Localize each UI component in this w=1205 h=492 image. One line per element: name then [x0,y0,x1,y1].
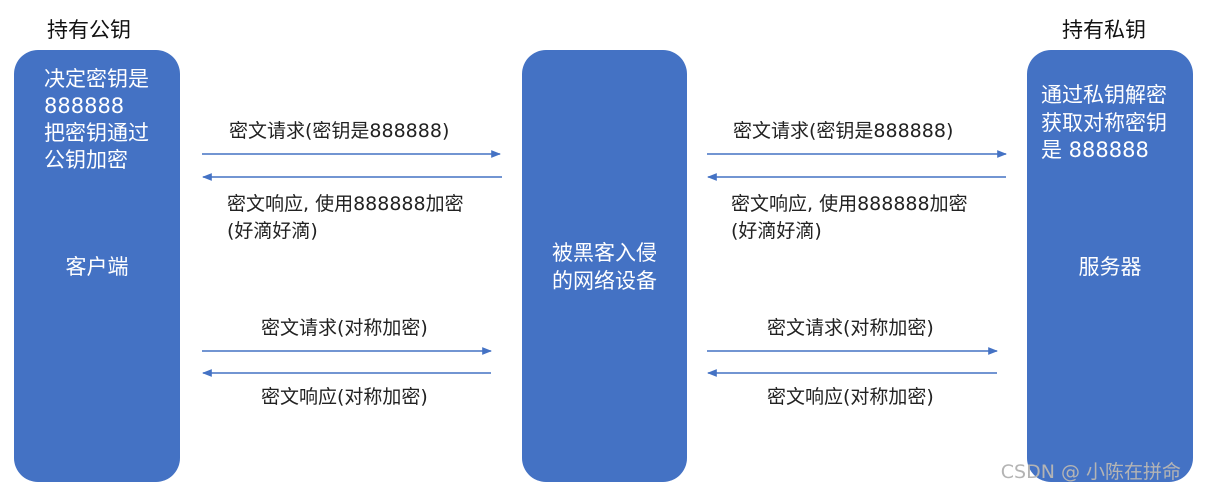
device-label-line: 的网络设备 [552,269,657,293]
left-request2-label: 密文请求(对称加密) [261,317,428,339]
server-note-line: 获取对称密钥 [1041,111,1167,135]
left-response1-label: (好滴好滴) [227,220,318,242]
client-note-line: 888888 [44,94,125,118]
client-note-line: 决定密钥是 [44,67,149,91]
right-response1-label: (好滴好滴) [731,220,822,242]
server-note-line: 通过私钥解密 [1041,83,1167,107]
device-label-line: 被黑客入侵 [552,241,657,265]
server-key-heading: 持有私钥 [1062,18,1146,42]
server-box: 通过私钥解密 获取对称密钥 是 888888 服务器 [1027,50,1193,482]
client-box: 决定密钥是 888888 把密钥通过 公钥加密 客户端 [14,50,180,482]
csdn-watermark: CSDN @ 小陈在拼命 [1000,461,1181,483]
right-response2-label: 密文响应(对称加密) [767,386,934,408]
compromised-device-box: 被黑客入侵 的网络设备 [522,50,687,482]
client-label: 客户端 [65,255,129,279]
left-response2-label: 密文响应(对称加密) [261,386,428,408]
right-request1-label: 密文请求(密钥是888888) [733,120,954,142]
client-note-line: 公钥加密 [44,148,128,172]
server-note-line: 是 888888 [1041,138,1149,162]
right-request2-label: 密文请求(对称加密) [767,317,934,339]
client-key-heading: 持有公钥 [47,18,131,42]
left-response1-label: 密文响应, 使用888888加密 [227,193,464,215]
server-label: 服务器 [1078,255,1142,279]
client-note-line: 把密钥通过 [44,121,149,145]
right-response1-label: 密文响应, 使用888888加密 [731,193,968,215]
left-request1-label: 密文请求(密钥是888888) [229,120,450,142]
